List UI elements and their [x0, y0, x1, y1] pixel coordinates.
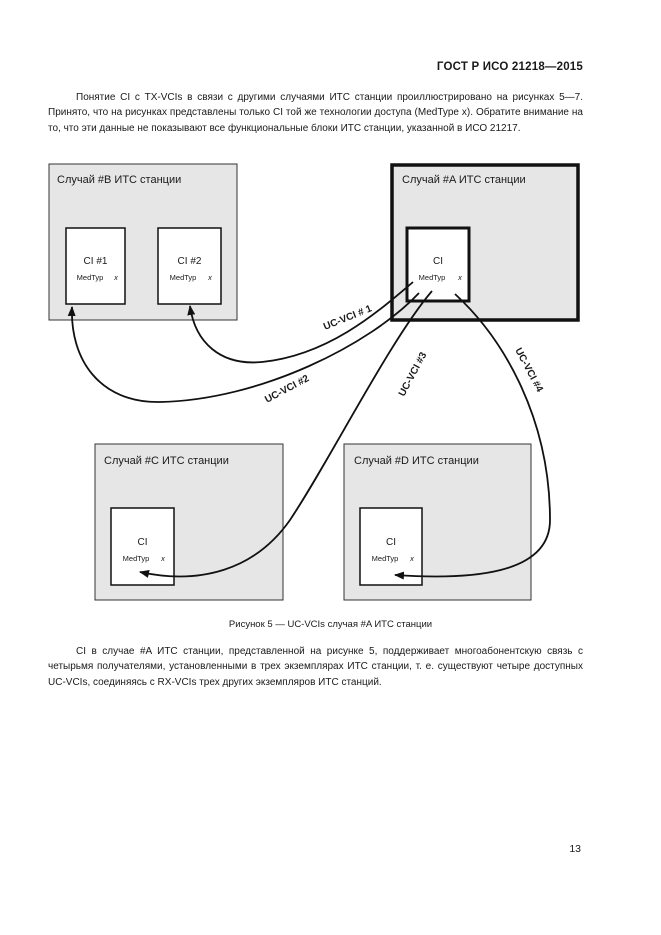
- ci-a-box: CI MedTyp x: [405, 226, 471, 303]
- ci-a-name: CI: [433, 256, 443, 267]
- ci-c-name: CI: [138, 537, 148, 548]
- link-3-label: UC-VCI #3: [397, 350, 430, 398]
- station-d-title: Случай #D ИТС станции: [354, 455, 479, 467]
- link-3-curve: [139, 290, 433, 578]
- link-4-label: UC-VCI #4: [512, 346, 545, 394]
- ci-c-x: x: [160, 554, 165, 563]
- intro-paragraph: Понятие CI с TX-VCIs в связи с другими с…: [48, 92, 583, 134]
- ci-a-x: x: [457, 273, 462, 282]
- link-1-label: UC-VCI # 1: [322, 303, 374, 333]
- ci-b2-name: CI #2: [178, 256, 202, 267]
- link-2-curve: [67, 292, 420, 403]
- station-b-title: Случай #B ИТС станции: [57, 174, 181, 186]
- ci-d-box: CI MedTyp x: [359, 507, 423, 586]
- ci-a-medtype: MedTyp: [419, 273, 446, 282]
- link-2-label: UC-VCI #2: [263, 373, 311, 406]
- ci-c-medtype: MedTyp: [123, 554, 150, 563]
- ci-c-box: CI MedTyp x: [110, 507, 175, 586]
- ci-d-medtype: MedTyp: [372, 554, 399, 563]
- ci-b1-box: CI #1 MedTyp x: [65, 227, 126, 305]
- ci-b1-name: CI #1: [84, 256, 108, 267]
- station-a-title: Случай #A ИТС станции: [402, 174, 526, 186]
- ci-b1-x: x: [113, 273, 118, 282]
- ci-b1-medtype: MedTyp: [77, 273, 104, 282]
- station-c-title: Случай #C ИТС станции: [104, 455, 229, 467]
- document-header: ГОСТ Р ИСО 21218—2015: [436, 61, 583, 73]
- link-1-curve: [187, 281, 414, 364]
- page-number: 13: [569, 843, 581, 855]
- ci-d-name: CI: [386, 537, 396, 548]
- figure-caption: Рисунок 5 — UC-VCIs случая #A ИТС станци…: [228, 619, 433, 630]
- link-4-curve: [394, 293, 551, 580]
- description-paragraph: CI в случае #A ИТС станции, представленн…: [48, 646, 583, 688]
- figure-5-diagram: Случай #B ИТС станции CI #1 MedTyp x CI …: [48, 163, 580, 601]
- ci-d-x: x: [409, 554, 414, 563]
- ci-b2-x: x: [207, 273, 212, 282]
- ci-b2-medtype: MedTyp: [170, 273, 197, 282]
- ci-b2-box: CI #2 MedTyp x: [157, 227, 222, 305]
